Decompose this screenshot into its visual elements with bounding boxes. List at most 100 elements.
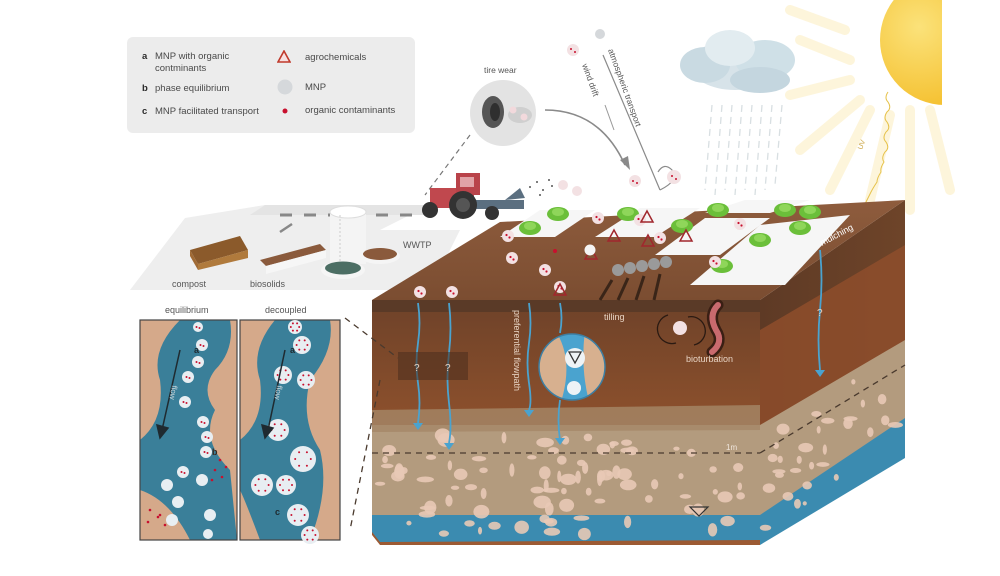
legend-label-agrochemicals: agrochemicals bbox=[305, 52, 367, 63]
mnp-particle bbox=[301, 526, 319, 544]
tractor-icon bbox=[422, 173, 525, 220]
contaminant-dot bbox=[291, 484, 293, 486]
bioturbation-label: bioturbation bbox=[686, 354, 733, 364]
mnp-particle bbox=[287, 504, 309, 526]
unknown-marker: ? bbox=[445, 363, 451, 374]
atmospheric-transport-arrow bbox=[602, 54, 661, 191]
contaminant-dot bbox=[289, 326, 292, 328]
pebble bbox=[416, 476, 434, 483]
mnp-with-contaminant bbox=[446, 286, 458, 298]
pebble bbox=[606, 470, 612, 477]
contaminant-dot bbox=[298, 451, 301, 454]
contaminant-dot bbox=[740, 224, 743, 227]
contaminant-dot bbox=[512, 258, 515, 261]
pebble bbox=[561, 487, 567, 495]
mnp-particle bbox=[297, 371, 315, 389]
pebble bbox=[798, 442, 814, 453]
pebble bbox=[477, 526, 483, 535]
pebble bbox=[860, 399, 866, 408]
contaminant-dot bbox=[306, 529, 309, 532]
contaminant-dot bbox=[148, 508, 152, 512]
pebble bbox=[821, 417, 835, 424]
wwtp-label: WWTP bbox=[403, 240, 432, 250]
contaminant-dot bbox=[311, 538, 314, 541]
pebble bbox=[594, 498, 606, 504]
contaminant-dot bbox=[254, 484, 257, 486]
contaminant-dot bbox=[296, 329, 299, 332]
contaminant-dot bbox=[158, 513, 162, 517]
pebble bbox=[619, 479, 637, 491]
pebble bbox=[794, 498, 801, 509]
contaminant-dot bbox=[146, 520, 150, 524]
depth-line bbox=[344, 317, 906, 531]
agrochemical-icon bbox=[639, 209, 655, 223]
contaminant-dot bbox=[220, 475, 224, 479]
pebble bbox=[620, 447, 634, 454]
contaminant-dot bbox=[542, 267, 545, 271]
wind-drift-label: wind drift bbox=[580, 61, 602, 98]
mnp-particle bbox=[179, 396, 191, 408]
mnp-particle bbox=[200, 446, 212, 458]
pebble bbox=[575, 470, 581, 484]
contaminant-dot bbox=[280, 434, 283, 437]
contaminant-dot bbox=[298, 348, 301, 351]
mnp-particle bbox=[192, 356, 204, 368]
contaminant-dot bbox=[284, 378, 287, 381]
wwtp-platform bbox=[130, 205, 460, 290]
mnp-particle bbox=[166, 514, 178, 526]
pebble bbox=[447, 460, 453, 471]
lettuce-icon bbox=[712, 204, 724, 212]
pebble bbox=[530, 486, 544, 494]
contaminant-dot bbox=[300, 519, 303, 522]
contaminant-dot bbox=[195, 361, 198, 363]
pebble bbox=[453, 468, 468, 481]
mnp-with-contaminant bbox=[709, 256, 721, 268]
bioturbation-cycle-icon bbox=[656, 314, 706, 346]
contaminant-dot bbox=[267, 484, 270, 486]
pebble bbox=[802, 481, 812, 490]
pebble bbox=[767, 453, 778, 463]
contaminant-dot bbox=[283, 429, 286, 431]
contaminant-dot bbox=[200, 421, 203, 423]
contaminant-dot bbox=[279, 378, 282, 381]
contaminant-dot bbox=[303, 534, 306, 536]
mnp-particle bbox=[203, 529, 213, 539]
pebble bbox=[434, 428, 451, 443]
contaminant-dot bbox=[198, 362, 201, 364]
pebble bbox=[382, 455, 388, 464]
lettuce-icon bbox=[804, 206, 816, 214]
pebble bbox=[617, 468, 632, 481]
contaminant-dot bbox=[293, 508, 296, 511]
pebble bbox=[450, 485, 460, 490]
pebble bbox=[559, 498, 575, 512]
contaminant-dot bbox=[257, 489, 260, 492]
mnp-particle bbox=[197, 416, 209, 428]
mnp-particle bbox=[595, 29, 605, 39]
mnp-with-contaminant bbox=[654, 232, 666, 244]
pebble bbox=[644, 495, 653, 503]
mnp-particle bbox=[161, 479, 173, 491]
pebble bbox=[465, 484, 477, 491]
tire-wear-label: tire wear bbox=[484, 65, 517, 75]
inset-marker-a: a bbox=[194, 345, 200, 355]
mnp-particle bbox=[267, 419, 289, 441]
pebble bbox=[585, 487, 592, 496]
pebble bbox=[471, 456, 487, 462]
contaminant-dot bbox=[303, 514, 306, 516]
mnp-with-contaminant bbox=[539, 264, 551, 276]
mnp-particle bbox=[293, 336, 311, 354]
contaminant-dot bbox=[508, 236, 511, 239]
contaminant-dot bbox=[598, 218, 601, 221]
contaminant-dot bbox=[737, 221, 740, 225]
contaminant-dot bbox=[298, 339, 301, 342]
inset-title-decoupled: decoupled bbox=[265, 305, 307, 315]
pebble bbox=[789, 468, 802, 473]
flow-arrows bbox=[155, 349, 286, 440]
contaminant-dot bbox=[188, 377, 191, 379]
lettuce-icon bbox=[524, 222, 536, 230]
mnp-with-contaminant bbox=[506, 252, 518, 264]
contaminant-dot bbox=[291, 329, 294, 332]
mnp-particle bbox=[673, 321, 687, 335]
pebble bbox=[597, 472, 603, 487]
pebble bbox=[374, 481, 386, 486]
